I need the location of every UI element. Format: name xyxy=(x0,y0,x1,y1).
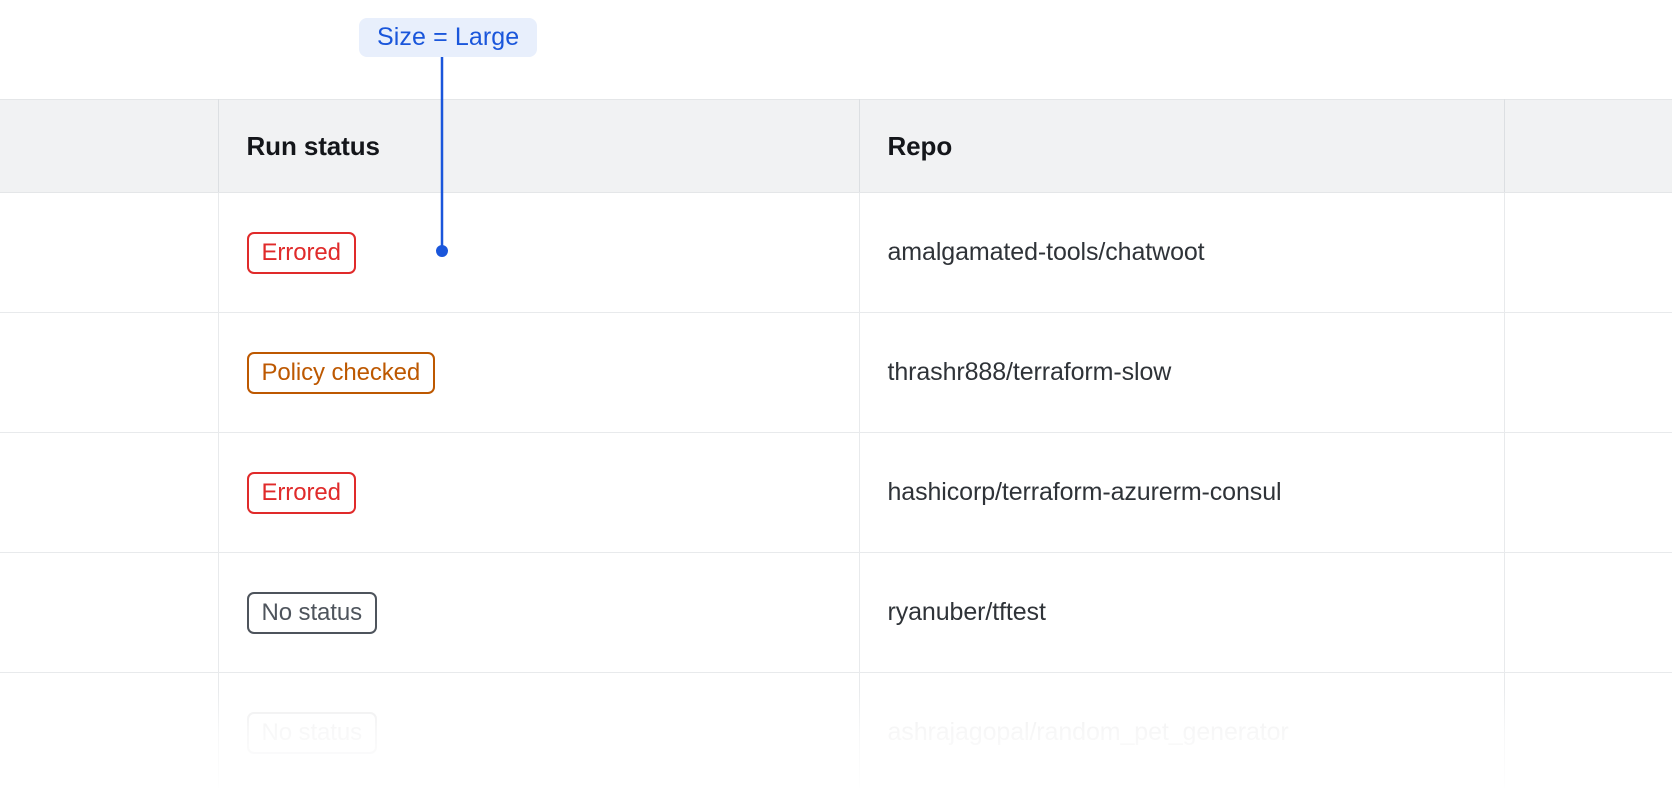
run-status-cell: No status xyxy=(218,552,860,673)
run-status-cell: Errored xyxy=(218,192,860,313)
repo-cell: thrashr888/terraform-slow xyxy=(859,312,1505,433)
table-row[interactable]: No status ashrajagopal/random_pet_genera… xyxy=(0,672,1672,788)
repo-name[interactable]: ryanuber/tftest xyxy=(887,598,1046,626)
row-tail-cell xyxy=(1504,192,1672,313)
size-annotation-badge[interactable]: Size = Large xyxy=(359,18,538,57)
table-row[interactable]: Errored hashicorp/terraform-azurerm-cons… xyxy=(0,432,1672,553)
status-badge-label: Errored xyxy=(261,478,341,506)
table-row[interactable]: Errored amalgamated-tools/chatwoot xyxy=(0,192,1672,313)
status-badge[interactable]: No status xyxy=(246,591,377,634)
repo-name[interactable]: amalgamated-tools/chatwoot xyxy=(887,238,1205,266)
runs-table-container: Run status Repo Errored amalgamated-tool… xyxy=(0,99,1672,788)
table-body: Errored amalgamated-tools/chatwoot Polic… xyxy=(0,192,1672,788)
column-header-tail xyxy=(1504,99,1672,193)
repo-name[interactable]: ashrajagopal/random_pet_generator xyxy=(887,718,1289,747)
status-badge[interactable]: Errored xyxy=(246,231,356,274)
row-tail-cell xyxy=(1504,432,1672,553)
column-header-run-status[interactable]: Run status xyxy=(218,99,860,193)
size-annotation-label: Size = Large xyxy=(377,23,520,51)
status-badge-label: No status xyxy=(261,718,363,746)
table-row[interactable]: Policy checked thrashr888/terraform-slow xyxy=(0,312,1672,433)
table-row[interactable]: No status ryanuber/tftest xyxy=(0,552,1672,673)
repo-name[interactable]: hashicorp/terraform-azurerm-consul xyxy=(887,478,1282,506)
status-badge[interactable]: Policy checked xyxy=(246,351,436,394)
status-badge-label: No status xyxy=(261,598,363,626)
header-row: Run status Repo xyxy=(0,99,1672,193)
repo-cell: ryanuber/tftest xyxy=(859,552,1505,673)
row-tail-cell xyxy=(1504,672,1672,788)
run-status-cell: No status xyxy=(218,672,860,788)
table-header: Run status Repo xyxy=(0,99,1672,193)
run-status-cell: Errored xyxy=(218,432,860,553)
runs-table: Run status Repo Errored amalgamated-tool… xyxy=(0,99,1672,788)
status-badge[interactable]: No status xyxy=(246,711,377,754)
column-header-repo[interactable]: Repo xyxy=(859,99,1505,193)
status-badge[interactable]: Errored xyxy=(246,471,356,514)
row-select-cell[interactable] xyxy=(0,312,219,433)
row-tail-cell xyxy=(1504,312,1672,433)
status-badge-label: Errored xyxy=(261,238,341,266)
repo-cell: hashicorp/terraform-azurerm-consul xyxy=(859,432,1505,553)
repo-cell: amalgamated-tools/chatwoot xyxy=(859,192,1505,313)
row-select-cell[interactable] xyxy=(0,192,219,313)
status-badge-label: Policy checked xyxy=(261,358,421,386)
row-tail-cell xyxy=(1504,552,1672,673)
run-status-cell: Policy checked xyxy=(218,312,860,433)
repo-name[interactable]: thrashr888/terraform-slow xyxy=(887,358,1172,386)
row-select-cell[interactable] xyxy=(0,672,219,788)
row-select-cell[interactable] xyxy=(0,432,219,553)
repo-cell: ashrajagopal/random_pet_generator xyxy=(859,672,1505,788)
column-header-select xyxy=(0,99,219,193)
row-select-cell[interactable] xyxy=(0,552,219,673)
